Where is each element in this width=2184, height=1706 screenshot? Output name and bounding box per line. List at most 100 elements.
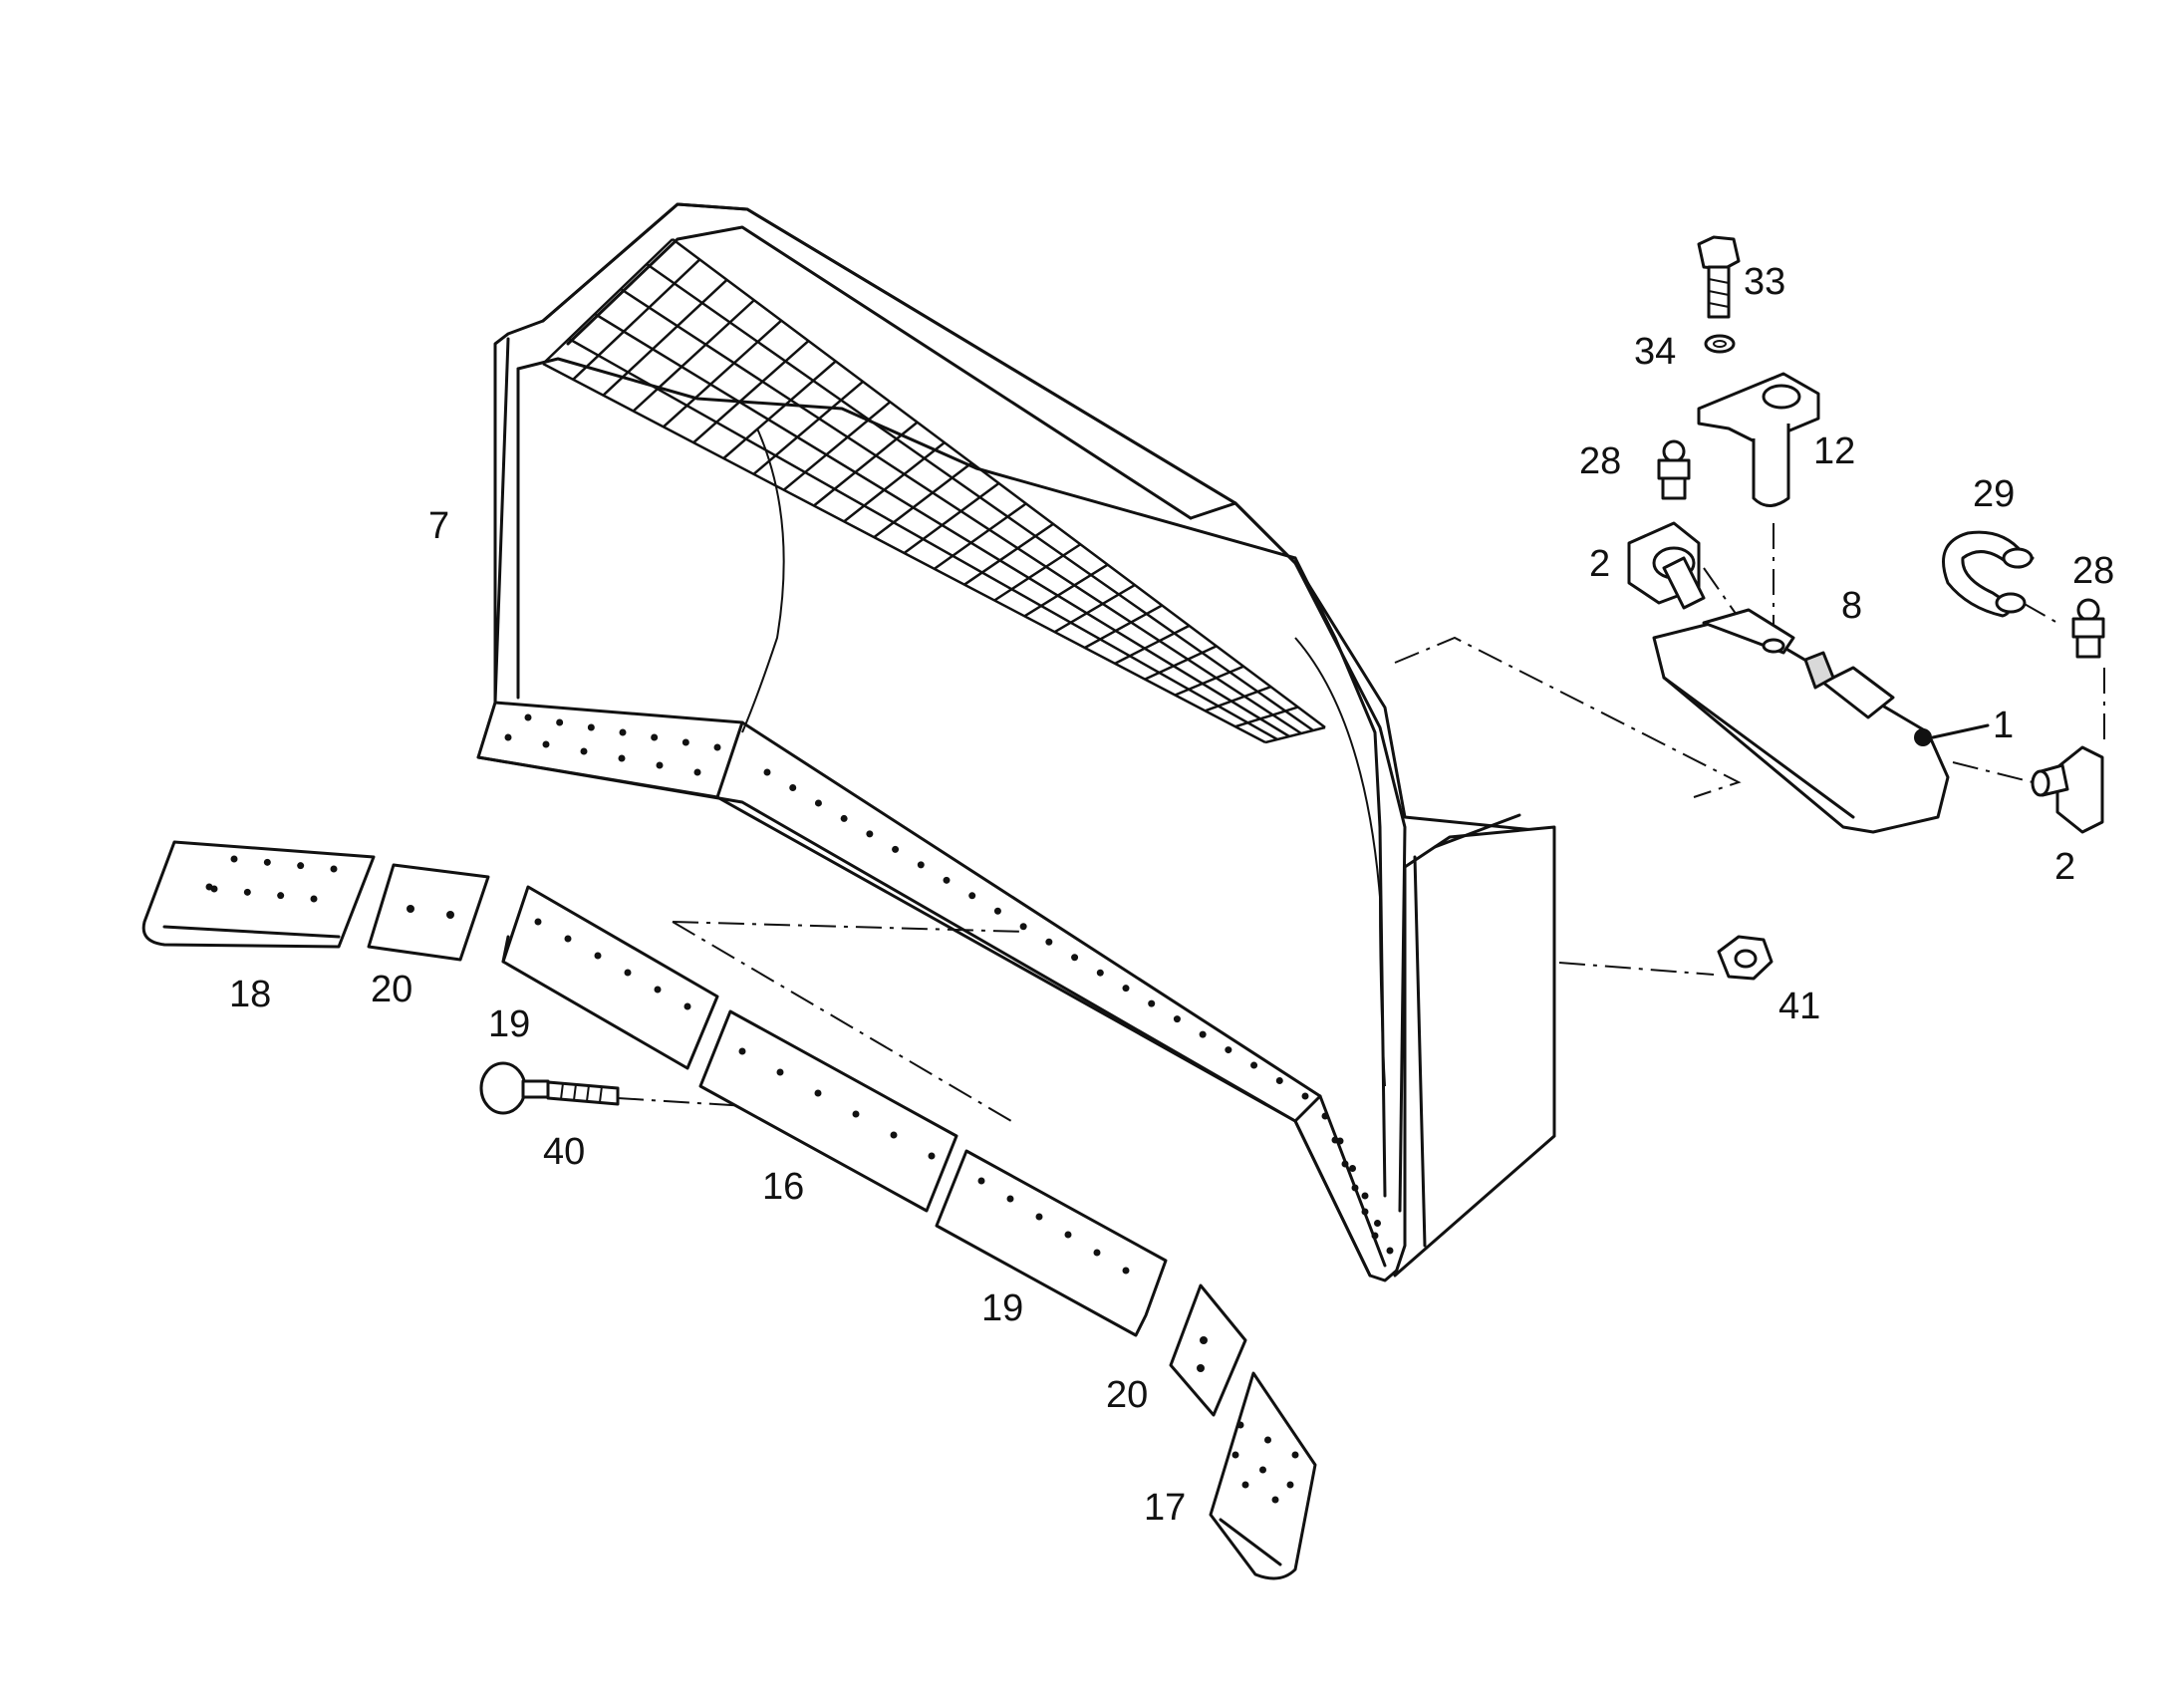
end-bit-hole: [1259, 1466, 1266, 1474]
cap-right: [2031, 745, 2104, 834]
cutting-edge-hole: [1064, 1231, 1072, 1239]
blade-hole: [651, 733, 659, 741]
end-bit-hole: [310, 895, 318, 903]
bracket: [1652, 608, 1990, 834]
end-bit-hole: [1291, 1451, 1299, 1459]
blade-hole: [917, 861, 925, 869]
grille-bar: [813, 421, 919, 507]
label-pin: 12: [1813, 430, 1855, 472]
grille-bar: [572, 258, 701, 381]
cutting-edge-hole: [1035, 1213, 1043, 1221]
blade-hole: [993, 907, 1001, 915]
cutting-edge-center: [698, 1009, 958, 1213]
blade-hole: [524, 713, 532, 721]
grille-bar: [602, 278, 728, 397]
blade-hole: [1275, 1077, 1283, 1085]
grille-bar: [1205, 685, 1271, 712]
grille-bar: [542, 238, 674, 365]
clamp: [1942, 530, 2035, 618]
label-shim-right: 20: [1106, 1374, 1148, 1416]
blade-hole: [1341, 1160, 1349, 1168]
label-clamp: 29: [1973, 473, 2015, 515]
label-cutting-edge-center: 16: [762, 1166, 804, 1208]
end-bit-hole: [1241, 1481, 1249, 1489]
end-bit-hole: [243, 888, 251, 896]
blade-hole: [580, 747, 588, 755]
grille-bar: [873, 461, 972, 539]
grille-bar: [993, 543, 1082, 602]
blade-hole: [656, 761, 664, 769]
blade-hole: [866, 830, 874, 838]
blade-hole: [1371, 1232, 1379, 1240]
blade-hole: [1071, 954, 1079, 962]
end-bit-hole: [1264, 1436, 1271, 1444]
cutting-edge-right: [935, 1149, 1168, 1337]
shim-left: [367, 863, 490, 962]
blade-hole: [1225, 1046, 1232, 1054]
blade-hole: [1019, 923, 1027, 931]
hex-nut: [1717, 935, 1774, 981]
blade-hole: [1173, 1015, 1181, 1023]
grille-bar: [1234, 706, 1299, 728]
label-cutting-edge-left: 19: [488, 1003, 530, 1045]
grille-bar: [843, 441, 946, 523]
cutting-edge-right-holes: [977, 1177, 1130, 1275]
end-bit-hole: [205, 883, 213, 891]
end-bit-hole: [1271, 1496, 1279, 1504]
end-bit-hole: [230, 855, 238, 863]
blade-hole: [1386, 1247, 1394, 1255]
cutting-edge-left: [501, 885, 719, 1070]
end-bit-left: [141, 840, 376, 949]
blade-hole: [1321, 1112, 1329, 1120]
blade-grille: [542, 237, 1326, 744]
grille-bar: [1053, 584, 1136, 634]
label-plow-bolt: 40: [543, 1131, 585, 1173]
blade-hole: [619, 728, 627, 736]
grille-bar: [963, 522, 1054, 586]
blade-hole: [763, 768, 771, 776]
end-bit-hole: [277, 892, 285, 900]
cutting-edge-hole: [776, 1068, 784, 1076]
cutting-edge-hole: [683, 1002, 691, 1010]
blade-hole: [943, 876, 951, 884]
hex-bolt: [1697, 235, 1741, 319]
grille-bar: [1084, 604, 1163, 650]
cap-left: [1627, 521, 1706, 610]
cutting-edge-hole: [624, 969, 632, 977]
end-bit-hole: [297, 862, 305, 870]
plow-bolt: [479, 1061, 620, 1115]
blade-hole: [1045, 938, 1053, 946]
cutting-edge-hole: [654, 986, 662, 994]
blade-hole: [814, 799, 822, 807]
blade-hole: [1374, 1220, 1381, 1227]
cutting-edge-hole: [977, 1177, 985, 1185]
blade-hole: [968, 892, 976, 900]
blade-hole: [1122, 985, 1130, 993]
assembly-lines: [617, 523, 2105, 1122]
label-bracket: 8: [1841, 585, 1862, 627]
grille-bar: [1264, 725, 1326, 744]
end-bit-left-holes: [205, 855, 338, 903]
blade-hole: [1301, 1092, 1309, 1100]
blade-hole: [789, 783, 797, 791]
cutting-edge-hole: [928, 1152, 936, 1160]
blade-hole: [1250, 1061, 1258, 1069]
blade-hole: [1361, 1208, 1369, 1216]
label-end-bit-right: 17: [1144, 1487, 1186, 1529]
label-bolt: 33: [1744, 261, 1785, 303]
cutting-edge-left-holes: [534, 918, 691, 1010]
end-bit-hole: [1286, 1481, 1294, 1489]
label-end-bit-left: 18: [229, 974, 271, 1015]
blade-hole: [556, 718, 564, 726]
end-bit-right-holes: [1231, 1421, 1299, 1504]
blade-hole: [840, 814, 848, 822]
cutting-edge-hole: [534, 918, 542, 926]
grille-bar: [1174, 665, 1244, 697]
label-bracket-pin: 1: [1993, 705, 2014, 746]
label-shim-left: 20: [371, 969, 412, 1010]
blade-hole: [1096, 969, 1104, 977]
label-grease-fitting-left: 28: [1579, 440, 1621, 482]
blade-hole: [1349, 1165, 1356, 1172]
cutting-edge-hole: [1122, 1267, 1130, 1275]
